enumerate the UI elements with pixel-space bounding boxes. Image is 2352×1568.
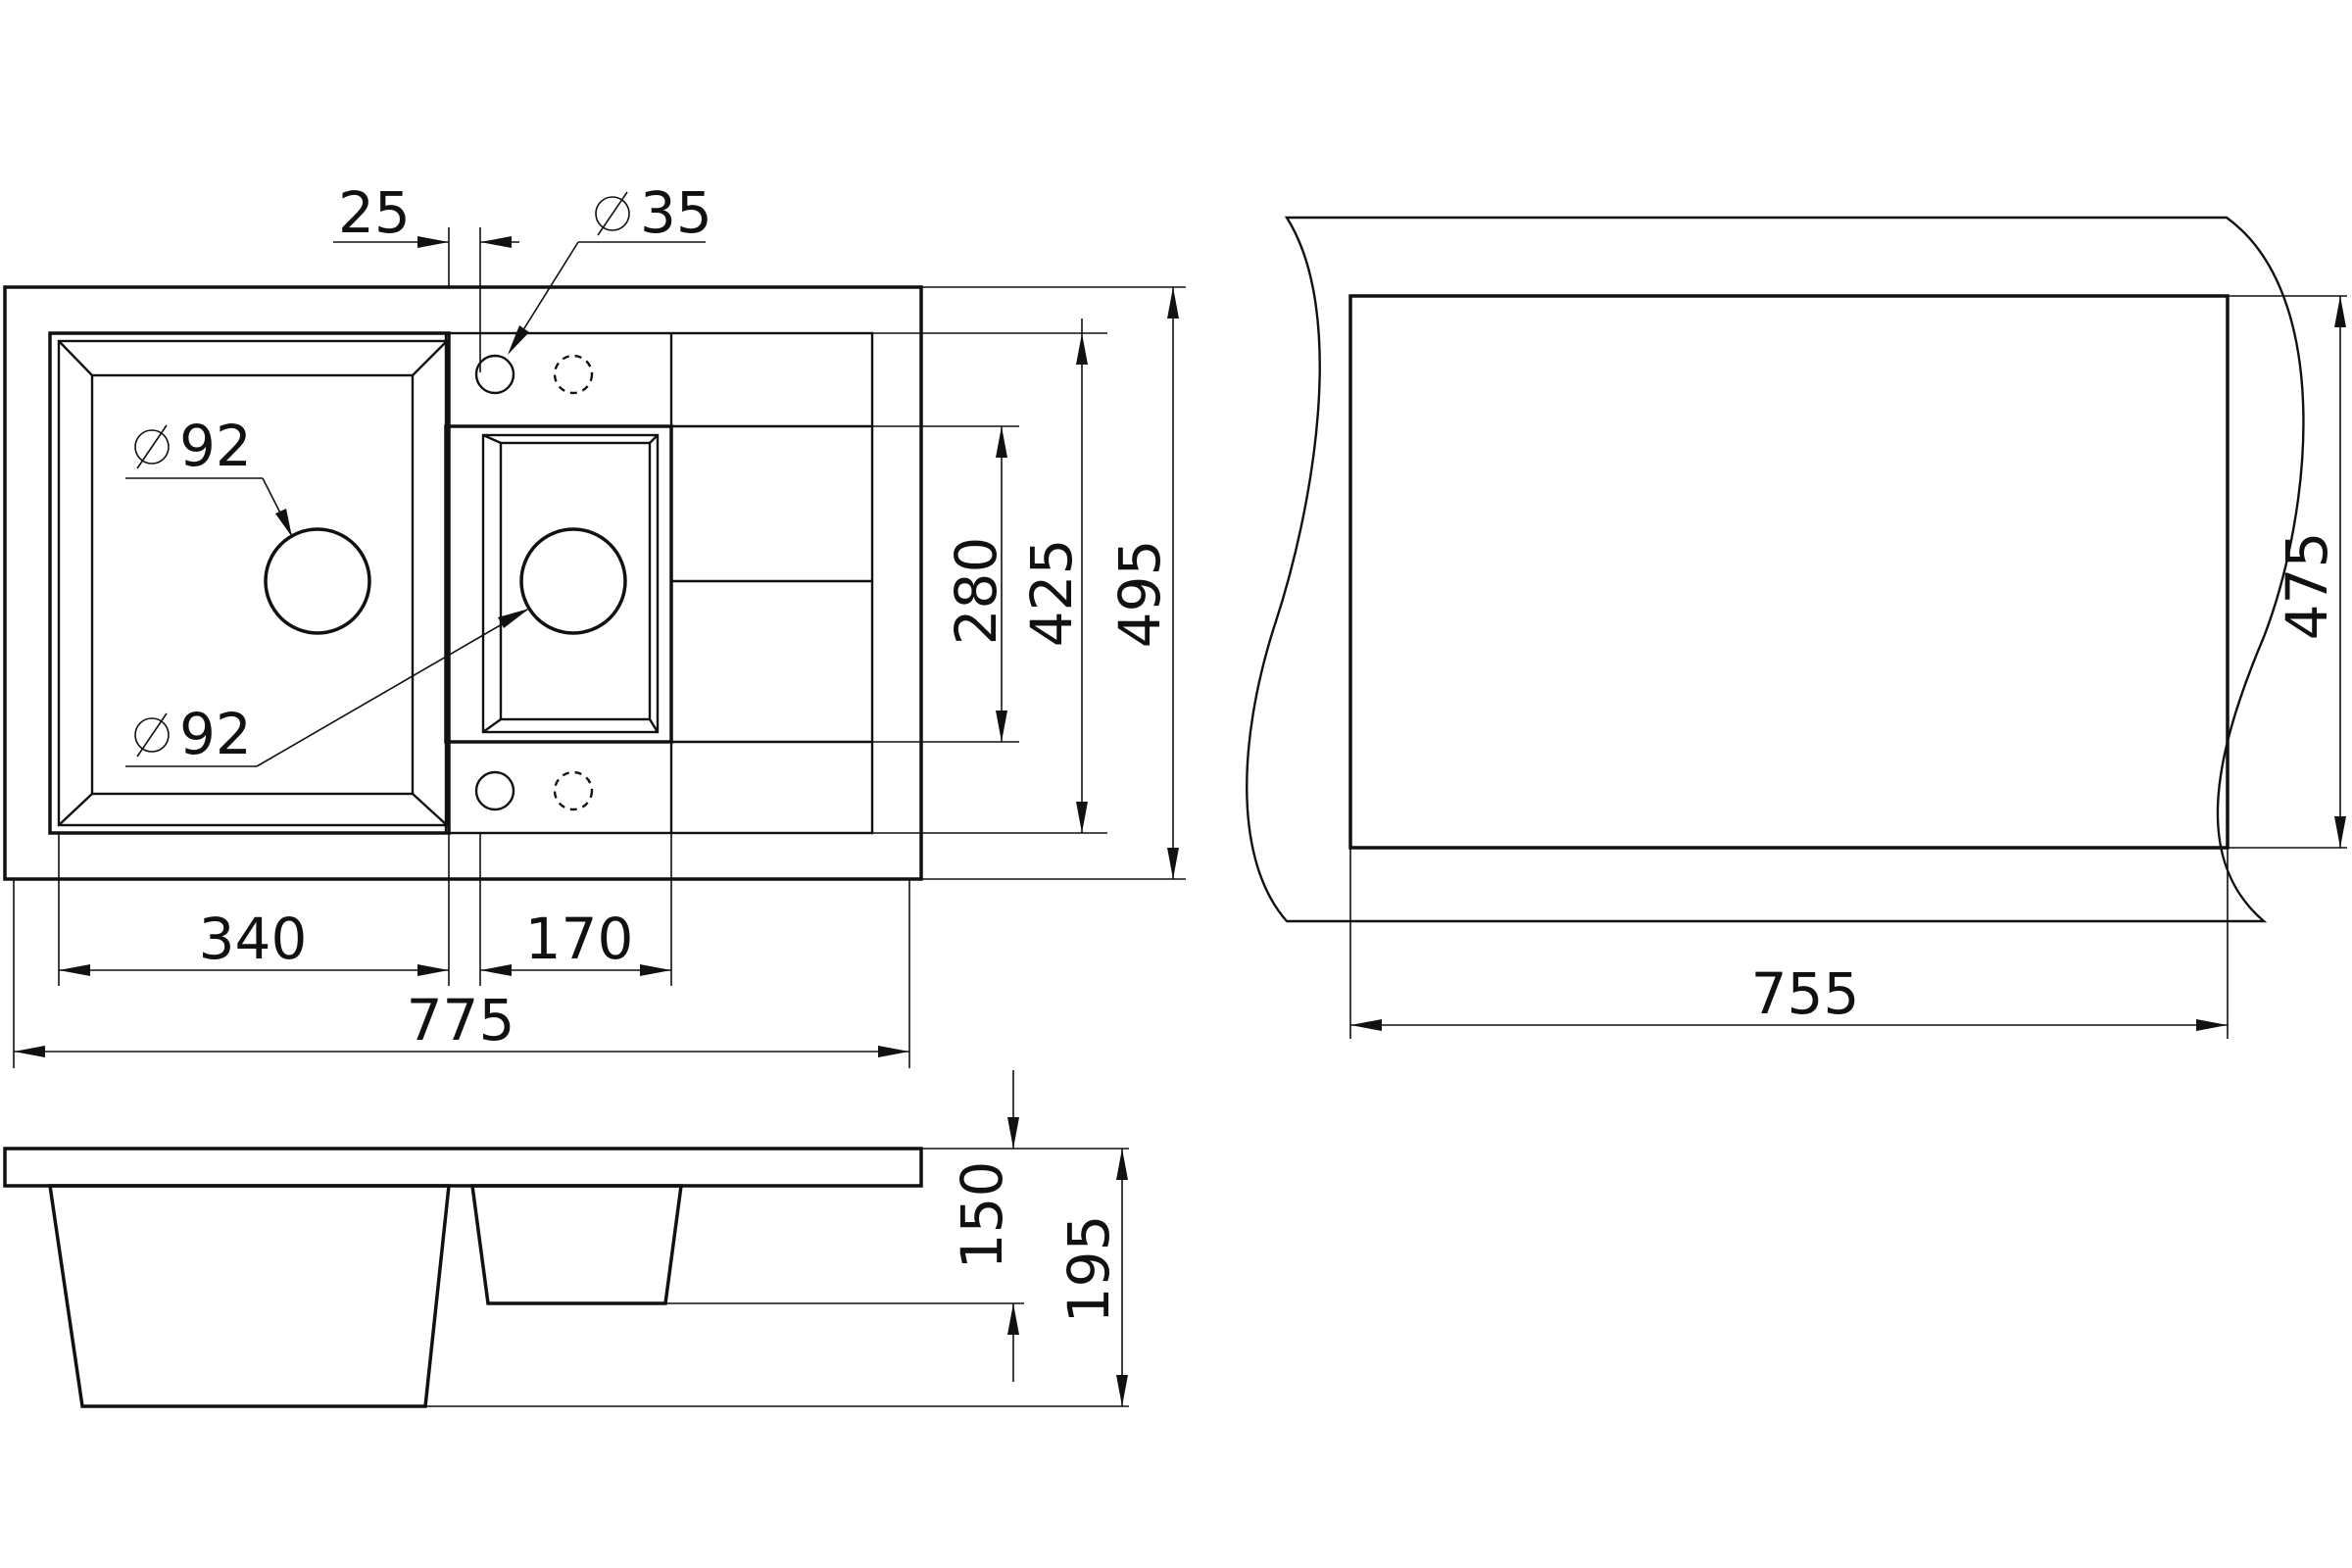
cutout-rectangle	[1348, 294, 2230, 850]
dimension-425: 425	[872, 318, 1107, 834]
large-bowl-profile	[47, 1184, 451, 1408]
small-bowl-drain	[519, 527, 627, 635]
drainer-area	[444, 331, 874, 835]
diameter-symbol-icon	[134, 712, 170, 758]
dimension-150: 150	[665, 1070, 1129, 1382]
dim-195-label: 195	[1055, 1215, 1122, 1324]
dim-35-label: 35	[640, 179, 712, 246]
countertop-slab	[3, 1147, 923, 1188]
dim-775-label: 775	[407, 987, 515, 1054]
dim-92-lower-label: 92	[179, 701, 252, 767]
dimension-755: 755	[1349, 848, 2229, 1039]
dim-755-label: 755	[1751, 960, 1860, 1027]
dimension-340: 340	[58, 833, 450, 986]
dimension-diameter-35: 35	[508, 179, 712, 355]
dim-170-label: 170	[525, 906, 634, 972]
dim-495-label: 495	[1106, 540, 1173, 649]
optional-hole-bottom	[553, 770, 594, 811]
countertop-outline	[1246, 216, 2305, 923]
dimension-170: 170	[479, 833, 672, 986]
dimension-280: 280	[872, 425, 1019, 743]
dim-425-label: 425	[1018, 539, 1085, 648]
large-bowl-drain	[264, 527, 371, 635]
countertop-cutout-view	[1246, 216, 2305, 923]
dim-475-label: 475	[2274, 532, 2340, 641]
dimension-25: 25	[333, 179, 519, 372]
dimension-475: 475	[2228, 295, 2347, 849]
dim-280-label: 280	[943, 537, 1009, 646]
dimension-diameter-92-lower: 92	[125, 609, 529, 767]
dimension-195: 195	[425, 1149, 1129, 1407]
sink-side-view	[3, 1147, 923, 1408]
dim-150-label: 150	[949, 1161, 1015, 1270]
dimension-495: 495	[921, 286, 1186, 880]
dim-92-upper-label: 92	[179, 413, 252, 479]
dim-25-label: 25	[338, 179, 411, 246]
dim-340-label: 340	[199, 906, 308, 972]
small-bowl-profile	[470, 1184, 683, 1305]
diameter-symbol-icon	[134, 424, 170, 469]
optional-hole-top	[553, 354, 594, 395]
diameter-symbol-icon	[595, 191, 630, 236]
dimension-775: 775	[13, 879, 910, 1068]
tap-hole-bottom	[474, 770, 515, 811]
sink-top-view	[3, 285, 923, 881]
tap-hole-top	[474, 354, 515, 395]
sink-outer-outline	[3, 285, 923, 881]
small-bowl	[444, 424, 673, 744]
dimension-diameter-92-upper: 92	[125, 413, 292, 537]
